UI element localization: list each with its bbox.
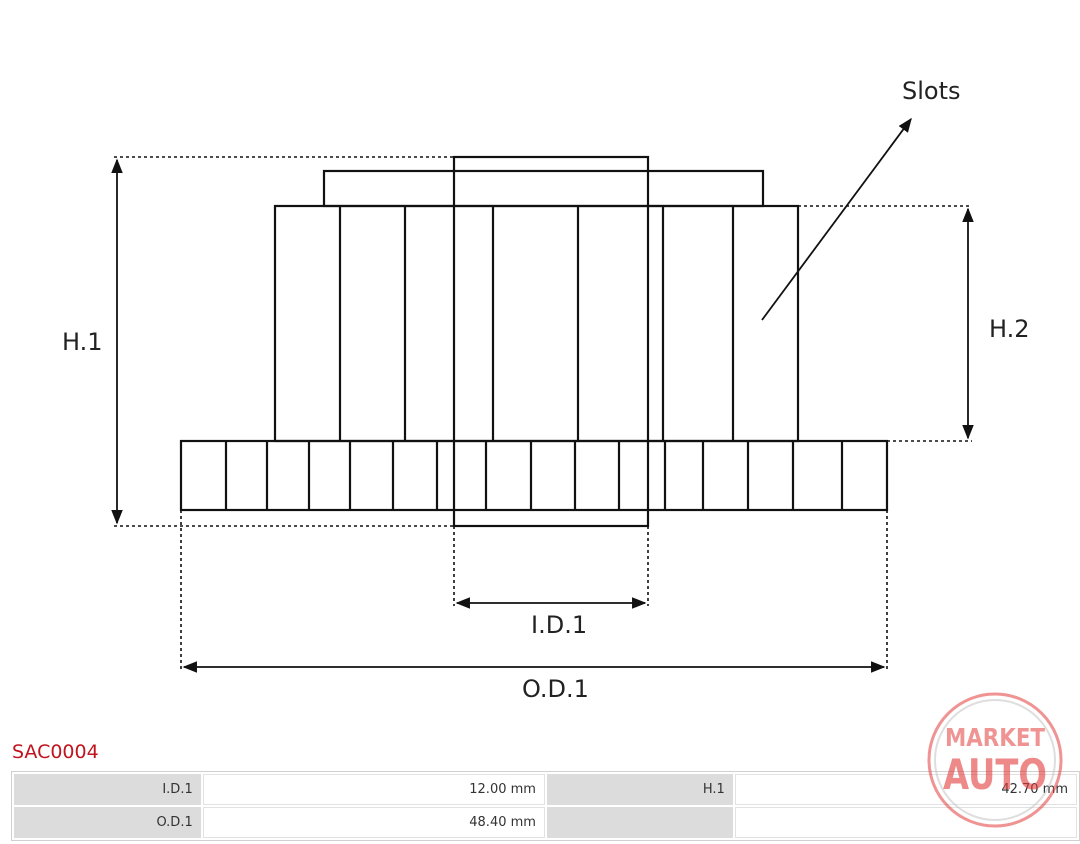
hub-top bbox=[452, 155, 650, 528]
lower-ring bbox=[179, 439, 889, 512]
slots-label: Slots bbox=[902, 77, 961, 105]
table-row: I.D.1 12.00 mm H.1 42.70 mm bbox=[14, 774, 1077, 805]
spec-label bbox=[546, 807, 733, 838]
spec-value: 42.70 mm bbox=[734, 774, 1077, 805]
h2-label: H.2 bbox=[989, 315, 1030, 343]
od1-label: O.D.1 bbox=[522, 675, 589, 703]
spec-label: H.1 bbox=[546, 774, 733, 805]
h1-label: H.1 bbox=[62, 328, 103, 356]
upper-slot-lines bbox=[338, 206, 735, 441]
upper-body bbox=[273, 204, 800, 443]
lower-slot-lines bbox=[224, 441, 844, 510]
slots-leader-arrow bbox=[761, 117, 912, 321]
table-row: O.D.1 48.40 mm bbox=[14, 807, 1077, 838]
dimension-extensions bbox=[114, 156, 972, 670]
id1-label: I.D.1 bbox=[531, 611, 587, 639]
spec-label: I.D.1 bbox=[14, 774, 201, 805]
top-cap bbox=[322, 169, 765, 208]
specification-table: I.D.1 12.00 mm H.1 42.70 mm O.D.1 48.40 … bbox=[11, 771, 1080, 841]
spec-value bbox=[734, 807, 1077, 838]
spec-label: O.D.1 bbox=[14, 807, 201, 838]
spec-value: 48.40 mm bbox=[202, 807, 545, 838]
technical-drawing: Slots H.1 H.2 I.D.1 O.D.1 bbox=[62, 77, 1030, 703]
spec-value: 12.00 mm bbox=[202, 774, 545, 805]
product-code: SAC0004 bbox=[12, 741, 99, 763]
